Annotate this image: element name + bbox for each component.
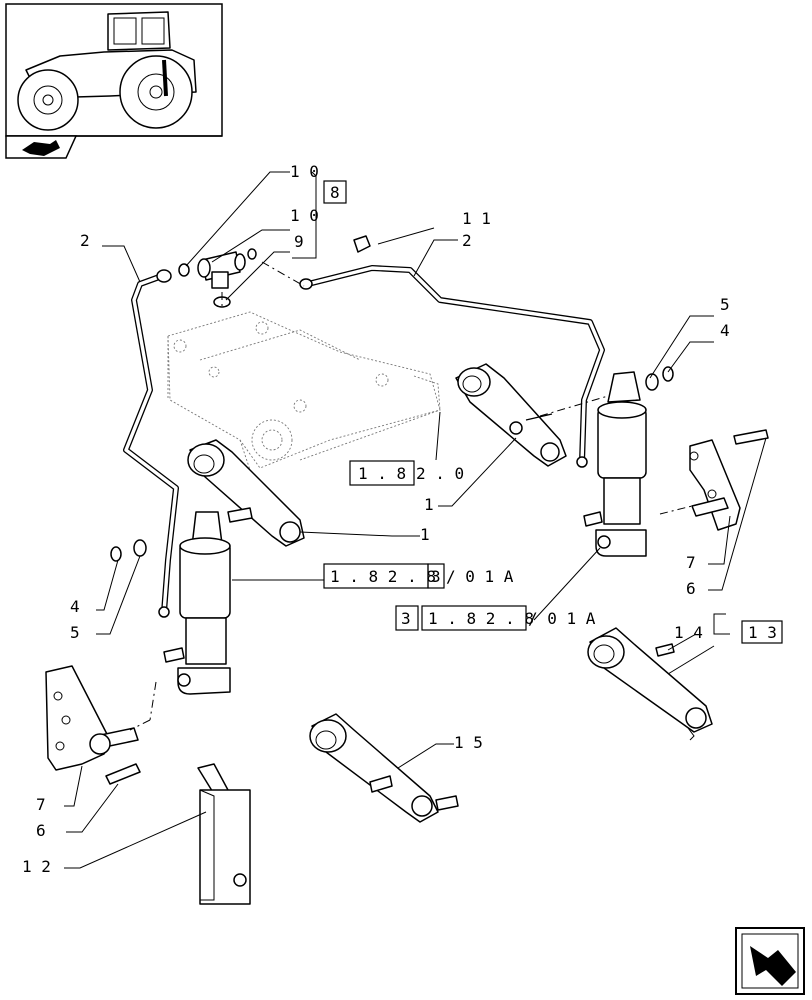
callout-13: 1 3	[748, 623, 777, 642]
callout-2-left: 2	[80, 231, 90, 250]
ref-2-rest: / 0 1 A	[446, 567, 514, 586]
ref-3-rest: / 0 1 A	[528, 609, 596, 628]
left-pin	[105, 763, 141, 785]
right-lift-cylinder	[583, 371, 647, 557]
callout-labels: 1 0 8 1 0 9 1 1 2 2 5 4 1 1 7 6 4 5 1 4 …	[22, 162, 783, 876]
assembly-lines	[129, 261, 701, 731]
support-post	[197, 763, 251, 905]
washer-left-4	[110, 546, 122, 562]
cap-plug	[353, 235, 371, 253]
leader-lines	[64, 171, 767, 869]
washer-right-4	[662, 366, 674, 382]
callout-14: 1 4	[674, 623, 703, 642]
callout-7-left: 7	[36, 795, 46, 814]
left-lift-cylinder	[163, 511, 231, 695]
copper-washer-left	[178, 263, 190, 277]
ref-1-rest: 2 . 0	[416, 464, 464, 483]
cross-reference-codes: 1 . 8 2 . 0 1 . 8 2 . 8 3 / 0 1 A 3 1 . …	[323, 460, 596, 631]
section-arrow-icon	[5, 135, 78, 159]
ref-2-box3: 3	[431, 567, 441, 586]
lift-housing-outline	[167, 311, 441, 471]
left-bracket	[45, 665, 139, 771]
callout-1-upper: 1	[424, 495, 434, 514]
ref-2-boxed: 1 . 8 2 . 8	[330, 567, 436, 586]
callout-5-left: 5	[70, 623, 80, 642]
callout-7-right: 7	[686, 553, 696, 572]
callout-10-upper: 1 0	[290, 162, 319, 181]
callout-6-left: 6	[36, 821, 46, 840]
callout-1-lower: 1	[420, 525, 430, 544]
tee-fitting	[197, 251, 246, 289]
callout-5-right: 5	[720, 295, 730, 314]
right-bracket	[689, 439, 741, 531]
callout-8: 8	[330, 183, 340, 202]
callout-10-lower: 1 0	[290, 206, 319, 225]
right-pin	[733, 429, 769, 445]
lower-right-arm	[587, 627, 713, 741]
ref-box-3	[421, 605, 527, 631]
ref-box-2-3	[427, 563, 445, 589]
copper-washer-right	[247, 248, 257, 260]
stud-pin	[655, 643, 675, 657]
ref-3-boxed: 1 . 8 2 . 8	[428, 609, 534, 628]
ref-box-3-3	[395, 605, 419, 631]
left-hydraulic-pipe	[123, 269, 179, 618]
callout-4-right: 4	[720, 321, 730, 340]
ref-3-box3: 3	[401, 609, 411, 628]
callout-8-box	[323, 180, 347, 204]
callout-12: 1 2	[22, 857, 51, 876]
left-lift-arm	[187, 439, 305, 547]
callout-9: 9	[294, 232, 304, 251]
ref-1-boxed: 1 . 8	[358, 464, 406, 483]
callout-2-right: 2	[462, 231, 472, 250]
ref-box-1	[349, 460, 415, 486]
washer-right-5	[645, 373, 659, 391]
tractor-thumbnail	[5, 3, 223, 137]
next-page-arrow-icon[interactable]	[735, 927, 805, 995]
callout-13-box	[741, 620, 783, 644]
callout-15: 1 5	[454, 733, 483, 752]
right-lift-arm	[455, 363, 567, 467]
lower-middle-arm	[309, 713, 459, 823]
callout-11: 1 1	[462, 209, 491, 228]
callout-6-right: 6	[686, 579, 696, 598]
callout-4-left: 4	[70, 597, 80, 616]
washer-left-5	[133, 539, 147, 557]
